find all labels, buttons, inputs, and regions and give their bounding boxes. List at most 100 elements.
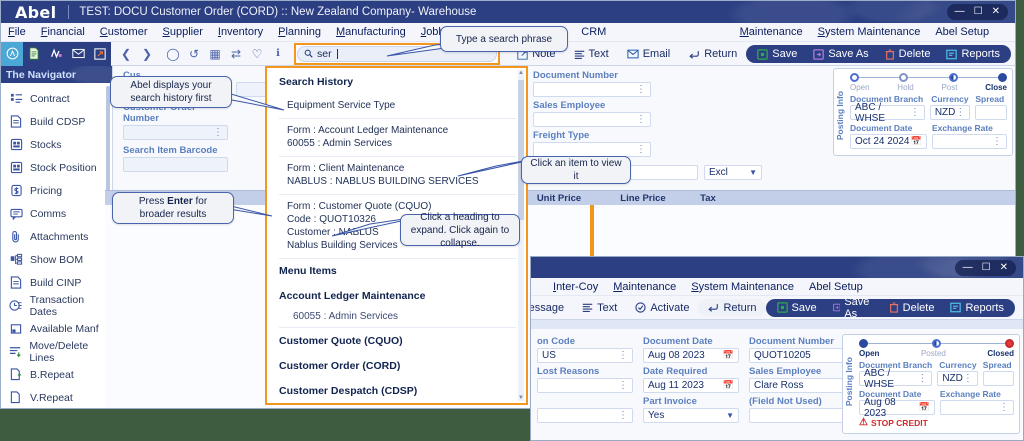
message-button[interactable]: Message — [531, 302, 573, 314]
lookup-icon[interactable]: ⋮ — [999, 402, 1009, 413]
currency-input[interactable]: NZD⋮ — [929, 105, 971, 120]
window-controls[interactable]: — ☐ ✕ — [946, 4, 1008, 20]
lookup-icon[interactable]: ⋮ — [917, 373, 928, 384]
menu-system-maintenance[interactable]: System Maintenance — [817, 26, 921, 38]
part-invoice-select[interactable]: Yes▼ — [643, 408, 739, 423]
secondary-menubar[interactable]: Inter-Coy Maintenance System Maintenance… — [531, 278, 1023, 296]
chevron-down-icon[interactable]: ▼ — [749, 168, 757, 177]
menu-abel-setup[interactable]: Abel Setup — [935, 26, 990, 38]
status-dot-open[interactable] — [850, 73, 859, 82]
menu-inventory[interactable]: Inventory — [217, 26, 264, 38]
search-item-barcode-input[interactable] — [123, 157, 228, 172]
transfer-icon[interactable]: ⇄ — [230, 46, 242, 61]
menu-result-account-ledger-maintenance[interactable]: Account Ledger Maintenance — [279, 290, 426, 302]
menu-file[interactable]: File — [8, 26, 26, 38]
text-button[interactable]: Text — [565, 48, 618, 60]
menu-manufacturing[interactable]: Manufacturing — [335, 26, 406, 38]
lost-reasons-input[interactable]: ⋮ — [537, 378, 633, 393]
date-required-input[interactable]: Aug 11 2023📅 — [643, 378, 739, 393]
menu-result-sub-item[interactable]: 60055 : Admin Services — [279, 308, 516, 328]
menu-result-customer-despatch[interactable]: Customer Despatch (CDSP) — [279, 385, 418, 397]
status-dot-posted[interactable] — [932, 339, 941, 348]
customer-order-number-input[interactable]: ⋮ — [123, 125, 228, 140]
refresh-icon[interactable]: ◯ — [166, 46, 180, 61]
save-button[interactable]: Save — [749, 48, 805, 60]
field-input[interactable]: ⋮ — [537, 408, 633, 423]
sidebar-item-b-repeat[interactable]: B.Repeat — [1, 363, 112, 386]
lookup-icon[interactable]: ⋮ — [213, 127, 223, 138]
forward-icon[interactable]: ❯ — [141, 46, 153, 61]
external-link-icon[interactable] — [89, 42, 111, 66]
secondary-tabstrip[interactable] — [531, 320, 1023, 329]
sidebar-item-show-bom[interactable]: Show BOM — [1, 248, 112, 271]
sidebar-item-v-repeat[interactable]: V.Repeat — [1, 386, 112, 408]
lookup-icon[interactable]: ⋮ — [636, 144, 646, 155]
spread-input[interactable] — [975, 105, 1007, 120]
document-number-input[interactable]: ⋮ — [533, 82, 651, 97]
sidebar-item-available-manf[interactable]: Available Manf — [1, 317, 112, 340]
sidebar-item-comms[interactable]: Comms — [1, 202, 112, 225]
lookup-icon[interactable]: ⋮ — [992, 136, 1002, 147]
menu-result-customer-order[interactable]: Customer Order (CORD) — [279, 360, 401, 372]
status-dot-open[interactable] — [859, 339, 868, 348]
menu-result-customer-quote[interactable]: Customer Quote (CQUO) — [279, 335, 403, 347]
secondary-primary-actions-pill[interactable]: Save Save As Delete Reports — [765, 296, 1015, 320]
document-date-input[interactable]: Aug 08 2023📅 — [643, 348, 739, 363]
search-results-dropdown[interactable]: Search History Equipment Service Type Fo… — [265, 66, 528, 405]
sidebar-item-move-delete-lines[interactable]: Move/Delete Lines — [1, 340, 112, 364]
exchange-rate-input[interactable]: ⋮ — [939, 400, 1014, 415]
posting-document-date-input[interactable]: Oct 24 2024📅 — [850, 134, 927, 149]
abel-home-icon[interactable] — [1, 41, 23, 66]
close-icon[interactable]: ✕ — [999, 262, 1008, 273]
calendar-icon[interactable]: 📅 — [910, 136, 922, 146]
lookup-icon[interactable]: ⋮ — [618, 350, 628, 361]
sidebar-item-transaction-dates[interactable]: Transaction Dates — [1, 294, 112, 318]
menu-abel-setup[interactable]: Abel Setup — [808, 280, 863, 293]
info-icon[interactable]: ℹ — [276, 48, 280, 59]
menu-result-customer-enquiry[interactable]: Customer Enquiry — [279, 403, 516, 405]
maximize-icon[interactable]: ☐ — [973, 6, 983, 17]
favorite-icon[interactable]: ♡ — [251, 46, 263, 61]
save-as-button[interactable]: Save As — [805, 48, 876, 60]
menu-financial[interactable]: Financial — [40, 26, 85, 38]
tax-select[interactable]: Excl▼ — [704, 165, 762, 180]
calendar-icon[interactable]: 📅 — [722, 380, 734, 390]
text-button[interactable]: Text — [573, 302, 626, 314]
calendar-icon[interactable]: 📅 — [918, 402, 930, 412]
sidebar-item-build-cinp[interactable]: Build CINP — [1, 271, 112, 294]
menu-supplier[interactable]: Supplier — [162, 26, 203, 38]
new-document-icon[interactable] — [23, 42, 45, 66]
save-button[interactable]: Save — [769, 302, 825, 314]
menu-planning[interactable]: Planning — [278, 26, 321, 38]
lookup-icon[interactable]: ⋮ — [636, 114, 646, 125]
document-branch-input[interactable]: ABC / WHSE⋮ — [859, 368, 933, 390]
delete-button[interactable]: Delete — [877, 48, 939, 60]
lookup-icon[interactable]: ⋮ — [909, 107, 920, 118]
email-button[interactable]: Email — [618, 48, 680, 60]
menu-inter-coy[interactable]: Inter-Coy — [553, 280, 599, 293]
sales-employee-input[interactable]: ⋮ — [533, 112, 651, 127]
currency-input[interactable]: NZD⋮ — [937, 371, 978, 386]
navigator-list[interactable]: Contract Build CDSP Stocks Stock Positio… — [1, 83, 112, 408]
status-stepper[interactable] — [850, 73, 1007, 82]
history-item[interactable]: Equipment Service Type — [279, 94, 516, 119]
return-button[interactable]: Return — [698, 299, 766, 316]
secondary-toolbar-actions[interactable]: Message Text Activate Return — [531, 296, 1019, 320]
menu-system-maintenance[interactable]: System Maintenance — [691, 280, 794, 293]
return-button[interactable]: Return — [679, 48, 746, 60]
minimize-icon[interactable]: — — [954, 6, 965, 17]
minimize-icon[interactable]: — — [962, 262, 973, 273]
calendar-icon[interactable]: 📅 — [722, 350, 734, 360]
menu-crm[interactable]: CRM — [581, 26, 607, 38]
menu-maintenance[interactable]: Maintenance — [739, 26, 803, 38]
status-dot-post[interactable] — [948, 73, 958, 82]
secondary-window-controls[interactable]: — ☐ ✕ — [954, 260, 1016, 276]
secondary-status-stepper[interactable] — [859, 339, 1014, 348]
toolbar-nav-group[interactable]: ❮ ❯ ◯ ↺ ▦ ⇄ ♡ ℹ — [111, 45, 286, 63]
lookup-icon[interactable]: ⋮ — [962, 373, 973, 384]
history-item[interactable]: Form : Client Maintenance NABLUS : NABLU… — [279, 157, 516, 195]
chevron-down-icon[interactable]: ▼ — [726, 411, 734, 420]
status-dot-close[interactable] — [997, 73, 1007, 82]
status-dot-closed[interactable] — [1005, 339, 1014, 348]
workflow-icon[interactable] — [45, 42, 67, 66]
